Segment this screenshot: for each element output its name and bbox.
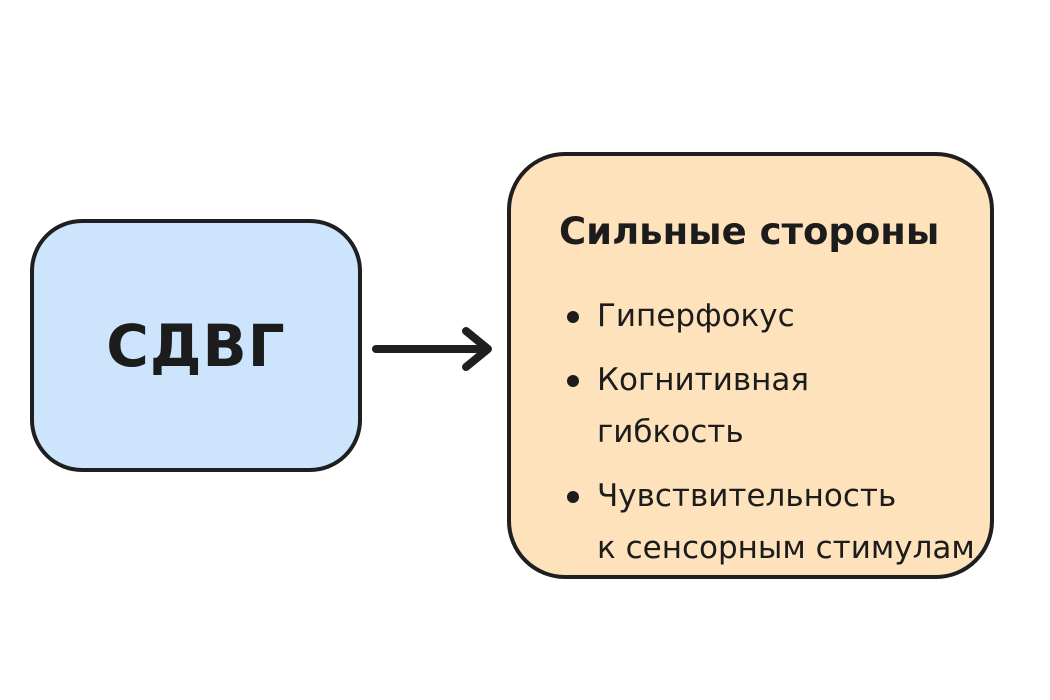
list-item-text: Когнитивная: [597, 362, 810, 398]
bullet-dot-icon: [567, 375, 579, 387]
list-item-text: гибкость: [597, 414, 744, 450]
list-item-text: Чувствительность: [597, 478, 897, 514]
arrow-connector: [372, 327, 492, 371]
list-item: Когнитивная гибкость: [563, 354, 983, 458]
arrow-head-icon: [462, 327, 492, 371]
source-node-label: СДВГ: [106, 311, 286, 380]
bullet-dot-icon: [567, 491, 579, 503]
source-node-adhd: СДВГ: [30, 219, 362, 472]
list-item-text: Гиперфокус: [597, 298, 795, 334]
list-item-text: к сенсорным стимулам: [597, 530, 975, 566]
list-item: Чувствительность к сенсорным стимулам: [563, 470, 983, 574]
target-node-title: Сильные стороны: [559, 210, 940, 253]
list-item: Гиперфокус: [563, 290, 983, 342]
bullet-dot-icon: [567, 311, 579, 323]
